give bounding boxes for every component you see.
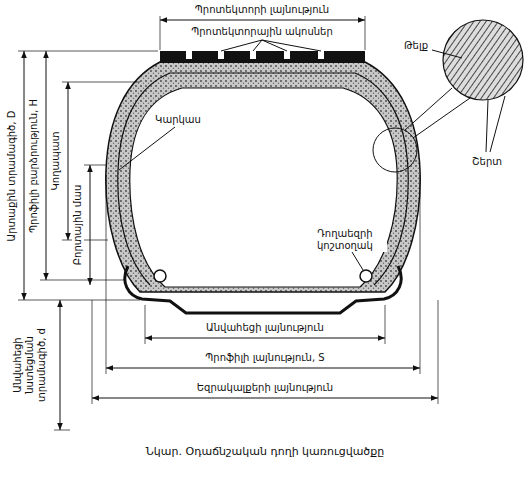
part-label: Բորտային մաս — [72, 183, 84, 267]
dimension-label: Եզրակալքերի լայնություն — [195, 382, 335, 394]
tire-cavity — [130, 88, 397, 287]
dimension-label: Անվահեցի լայնություն — [204, 322, 326, 334]
part-label: Կարկաս — [153, 114, 203, 126]
tire-rubber — [106, 62, 420, 292]
magnify-line — [405, 88, 452, 130]
leader-line — [490, 96, 505, 152]
part-label: Շերտ — [470, 156, 504, 168]
carcass-line — [118, 73, 408, 285]
figure-caption: Նկար. Օդաճնշական դողի կառուցվածքը — [144, 446, 386, 458]
detail-circle — [373, 128, 417, 172]
tread-grooves — [186, 51, 324, 59]
dimension-lines — [18, 16, 438, 430]
part-label: Պրոտեկտորային ակոսներ — [189, 26, 335, 38]
dimension-label: Պրոտեկտորի լայնություն — [193, 4, 331, 16]
rim — [125, 266, 401, 313]
magnified-cord — [443, 20, 523, 100]
leader-line — [486, 100, 488, 152]
tread — [160, 51, 365, 63]
bead-rings — [154, 270, 372, 282]
part-label: Թելք — [402, 40, 430, 52]
dimension-label: Պրոֆիլի բարձրություն, H — [28, 97, 40, 235]
dimension-label: Արտաքին տրամագիծ, D — [6, 109, 18, 244]
part-label: Դողաեզրի կոշտօղակ — [303, 228, 387, 252]
leader-line — [432, 50, 462, 58]
part-label: Կողապատ — [50, 130, 62, 193]
dimension-label: Անվահեցի նստեցման տրամագիծ, d — [12, 306, 48, 425]
magnify-line — [413, 98, 470, 138]
dimension-label: Պրոֆիլի լայնություն, S — [203, 352, 326, 364]
